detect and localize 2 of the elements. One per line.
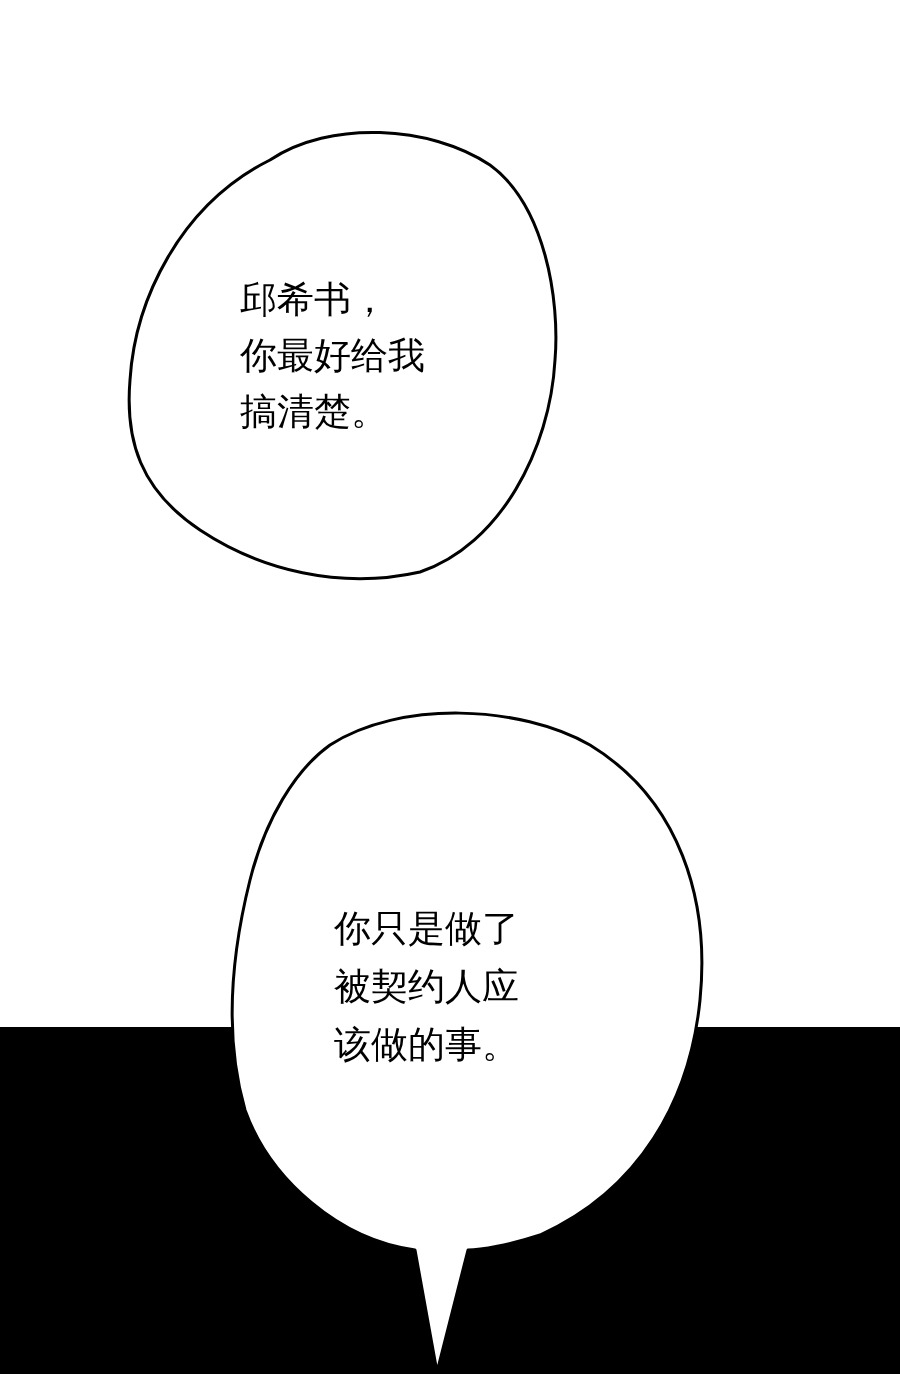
speech-text: 邱希书，你最好给我搞清楚。	[240, 277, 425, 435]
speech-text: 你只是做了被契约人应该做的事。	[334, 906, 519, 1068]
